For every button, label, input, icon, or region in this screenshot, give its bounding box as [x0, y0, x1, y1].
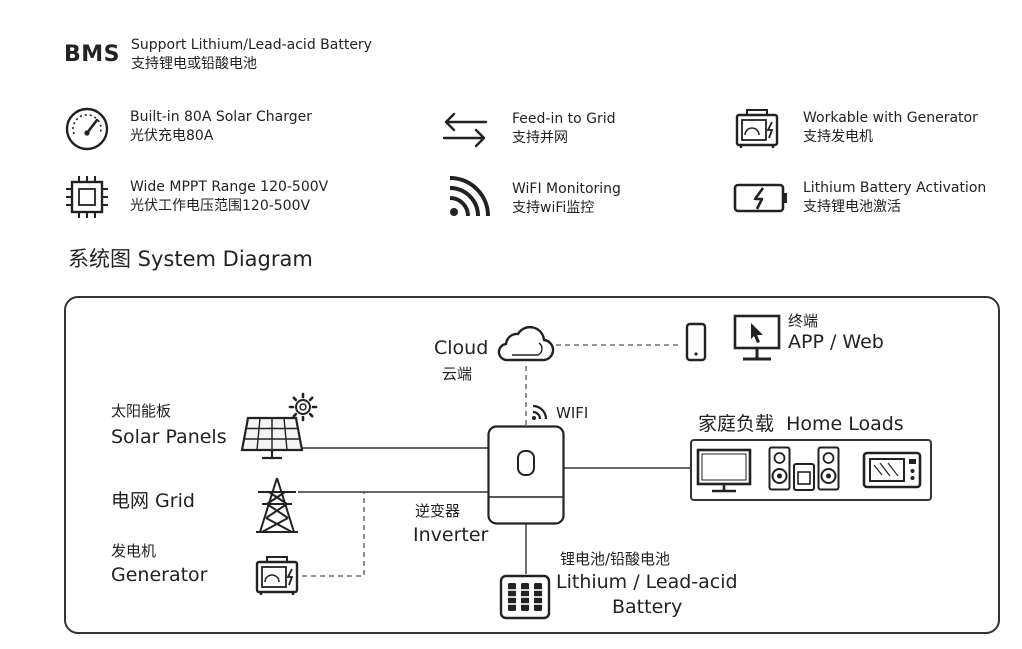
generator-diagram-icon	[255, 556, 299, 595]
solar-label-en: Solar Panels	[111, 426, 227, 448]
section-title: 系统图 System Diagram	[68, 247, 313, 271]
feature-feed-in: Feed-in to Grid 支持并网	[440, 104, 700, 154]
home-loads-box	[690, 439, 932, 501]
wifi-label: WIFI	[556, 404, 589, 422]
grid-label: 电网 Grid	[111, 490, 195, 512]
feature-mppt: Wide MPPT Range 120-500V 光伏工作电压范围120-500…	[64, 174, 404, 224]
generator-label-cn: 发电机	[111, 542, 157, 560]
feature-line1: WiFI Monitoring	[512, 181, 621, 197]
cloud-icon	[497, 325, 555, 362]
microwave-icon	[862, 451, 922, 489]
feature-solar-charger: Built-in 80A Solar Charger 光伏充电80A	[64, 104, 384, 154]
feature-line2: 支持并网	[512, 130, 568, 146]
generator-icon	[735, 109, 779, 148]
feature-line2: 支持发电机	[803, 129, 873, 145]
bms-line2: 支持锂电或铅酸电池	[131, 56, 257, 72]
feature-line2: 光伏工作电压范围120-500V	[130, 198, 311, 214]
feature-wifi: WiFI Monitoring 支持wiFi监控	[446, 174, 696, 224]
generator-label-en: Generator	[111, 564, 208, 586]
battery-charging-icon	[733, 183, 787, 213]
speakers-icon	[768, 446, 840, 491]
sun-gear-icon	[288, 392, 318, 422]
tv-icon	[696, 448, 752, 493]
feature-line1: Workable with Generator	[803, 110, 978, 126]
battery-label-en2: Battery	[612, 596, 683, 618]
cloud-label-cn: 云端	[442, 365, 473, 383]
system-diagram-frame	[64, 296, 1000, 634]
feature-generator: Workable with Generator 支持发电机	[733, 104, 1013, 154]
battery-label-cn: 锂电池/铅酸电池	[560, 550, 671, 568]
chip-icon	[66, 176, 108, 218]
wifi-small-icon	[532, 404, 548, 420]
gauge-icon	[65, 107, 109, 151]
inverter-label-en: Inverter	[413, 524, 489, 546]
bms-line1: Support Lithium/Lead-acid Battery	[131, 37, 372, 53]
feature-line1: Feed-in to Grid	[512, 111, 616, 127]
monitor-cursor-icon	[733, 314, 781, 361]
inverter-icon	[487, 425, 565, 525]
feature-battery-activation: Lithium Battery Activation 支持锂电池激活	[733, 174, 1018, 224]
bms-badge: BMS	[64, 42, 121, 67]
phone-icon	[685, 322, 707, 362]
feature-line2: 支持锂电池激活	[803, 199, 901, 215]
inverter-label-cn: 逆变器	[415, 502, 461, 520]
feature-line1: Wide MPPT Range 120-500V	[130, 179, 329, 195]
home-loads-title: 家庭负载 Home Loads	[698, 413, 904, 435]
feature-line1: Built-in 80A Solar Charger	[130, 109, 312, 125]
power-tower-icon	[256, 477, 298, 533]
solar-panel-icon	[240, 416, 304, 460]
solar-label-cn: 太阳能板	[111, 402, 172, 420]
terminal-label-en: APP / Web	[788, 331, 884, 353]
battery-pack-icon	[499, 574, 551, 620]
bidirectional-arrows-icon	[442, 112, 488, 148]
terminal-label-cn: 终端	[788, 312, 819, 330]
feature-line2: 光伏充电80A	[130, 128, 214, 144]
feature-line1: Lithium Battery Activation	[803, 180, 987, 196]
feature-line2: 支持wiFi监控	[512, 200, 595, 216]
wifi-icon	[449, 176, 490, 217]
cloud-label-en: Cloud	[434, 337, 489, 359]
battery-label-en1: Lithium / Lead-acid	[556, 571, 738, 593]
